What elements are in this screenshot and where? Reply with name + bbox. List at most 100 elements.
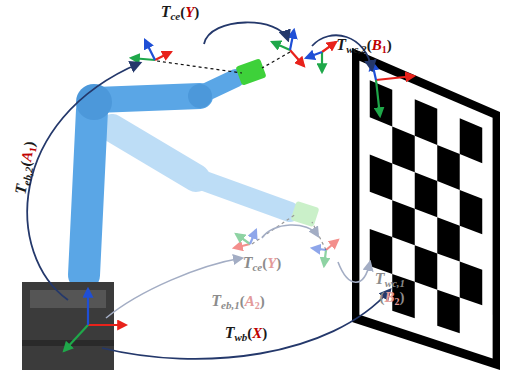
unknown-variable: B bbox=[384, 289, 394, 305]
frame-subscript: eb,2 bbox=[20, 166, 35, 186]
unknown-variable: Y bbox=[185, 4, 194, 20]
unknown-variable: X bbox=[252, 325, 262, 341]
unknown-variable: Y bbox=[267, 255, 276, 271]
robot-faded bbox=[290, 201, 319, 227]
coordinate-frame bbox=[326, 240, 338, 250]
transform-symbol: T bbox=[225, 324, 235, 341]
transform-arrow bbox=[204, 22, 288, 44]
transform-label: Twc,1 bbox=[375, 271, 405, 289]
transform-arrow bbox=[312, 35, 372, 70]
checkerboard bbox=[370, 229, 392, 274]
parenthesis: ) bbox=[194, 4, 199, 20]
coordinate-frame bbox=[250, 230, 256, 244]
transform-symbol: T bbox=[211, 292, 221, 309]
frame-subscript: wc,1 bbox=[385, 277, 405, 289]
coordinate-frame bbox=[64, 30, 414, 351]
robot-faded bbox=[112, 128, 196, 178]
checkerboard bbox=[392, 127, 414, 173]
frame-subscript: eb,1 bbox=[221, 299, 240, 311]
transform-arrow-faded bbox=[338, 262, 370, 282]
checkerboard bbox=[415, 99, 437, 145]
coordinate-frame bbox=[290, 30, 294, 50]
coordinate-frame bbox=[88, 324, 126, 326]
robot-faded bbox=[112, 128, 320, 227]
parenthesis: ( bbox=[262, 255, 267, 271]
parenthesis: ( bbox=[180, 4, 185, 20]
checkerboard bbox=[370, 80, 392, 126]
coordinate-frame bbox=[236, 234, 250, 244]
transform-label: Tce(Y) bbox=[243, 255, 282, 273]
robot-faded bbox=[196, 178, 290, 212]
parenthesis: ) bbox=[400, 289, 405, 305]
transform-label: Teb,1(A2) bbox=[211, 293, 264, 311]
checkerboard bbox=[437, 290, 459, 334]
coordinate-frame bbox=[145, 40, 155, 60]
transform-symbol: T bbox=[243, 254, 253, 271]
checkerboard bbox=[392, 200, 414, 245]
checkerboard bbox=[370, 155, 392, 201]
coordinate-frame bbox=[290, 50, 304, 66]
coordinate-frame bbox=[322, 42, 336, 52]
transform-symbol: T bbox=[336, 36, 346, 53]
coordinate-frame bbox=[272, 30, 304, 66]
coordinate-frame bbox=[372, 62, 414, 116]
transform-arrow-faded bbox=[106, 225, 370, 318]
variable-subscript: 2 bbox=[255, 300, 260, 311]
coordinate-frame bbox=[376, 80, 380, 116]
dashed-link bbox=[157, 61, 242, 73]
coordinate-frame bbox=[306, 42, 336, 72]
parenthesis: ) bbox=[262, 325, 267, 341]
coordinate-frame bbox=[131, 58, 155, 60]
checkerboard bbox=[415, 172, 437, 217]
dashed-link bbox=[252, 214, 326, 250]
variable-subscript: 1 bbox=[382, 44, 387, 55]
checkerboard bbox=[460, 118, 482, 163]
coordinate-frame bbox=[272, 42, 290, 50]
parenthesis: ) bbox=[21, 140, 38, 148]
checkerboard bbox=[437, 145, 459, 190]
dashed-link bbox=[157, 52, 290, 73]
checkerboard bbox=[352, 48, 500, 370]
transform-arrow-faded bbox=[106, 258, 242, 318]
transform-label: Twc,2(B1) bbox=[336, 37, 391, 55]
dashed-link bbox=[262, 52, 290, 68]
checkerboard bbox=[460, 262, 482, 306]
coordinate-frame bbox=[372, 62, 376, 80]
coordinate-frame bbox=[376, 76, 414, 80]
transform-symbol: T bbox=[375, 270, 385, 287]
robot-arm bbox=[235, 58, 266, 86]
dashed-link bbox=[312, 222, 326, 250]
parenthesis: ) bbox=[260, 293, 265, 309]
checkerboard bbox=[415, 245, 437, 289]
parenthesis: ) bbox=[276, 255, 281, 271]
transform-label: Teb,2(A1) bbox=[12, 140, 39, 196]
coordinate-frame bbox=[312, 240, 338, 266]
transform-label: Twb(X) bbox=[225, 325, 268, 343]
coordinate-frame bbox=[64, 289, 126, 351]
parenthesis: ( bbox=[247, 325, 252, 341]
parenthesis: ( bbox=[240, 293, 245, 309]
coordinate-frame bbox=[234, 244, 250, 248]
frame-subscript: ce bbox=[252, 261, 262, 273]
coordinate-frame bbox=[64, 325, 88, 351]
unknown-variable: A bbox=[245, 293, 255, 309]
frame-subscript: wb bbox=[234, 331, 247, 343]
transform-symbol: T bbox=[161, 3, 171, 20]
unknown-variable: B bbox=[372, 37, 382, 53]
robot-arm bbox=[188, 84, 212, 108]
coordinate-frame bbox=[234, 230, 256, 248]
transform-arrow bbox=[27, 22, 390, 358]
coordinate-frame bbox=[306, 52, 322, 58]
transform-label: (B2) bbox=[379, 289, 404, 307]
checkerboard bbox=[359, 61, 492, 359]
frame-subscript: ce bbox=[170, 10, 180, 22]
transform-arrow bbox=[27, 63, 140, 300]
checkerboard bbox=[460, 190, 482, 234]
frame-subscript: wc,2 bbox=[346, 43, 366, 55]
coordinate-frame bbox=[312, 248, 326, 250]
transform-arrow-faded bbox=[262, 225, 318, 238]
parenthesis: ( bbox=[379, 289, 384, 305]
